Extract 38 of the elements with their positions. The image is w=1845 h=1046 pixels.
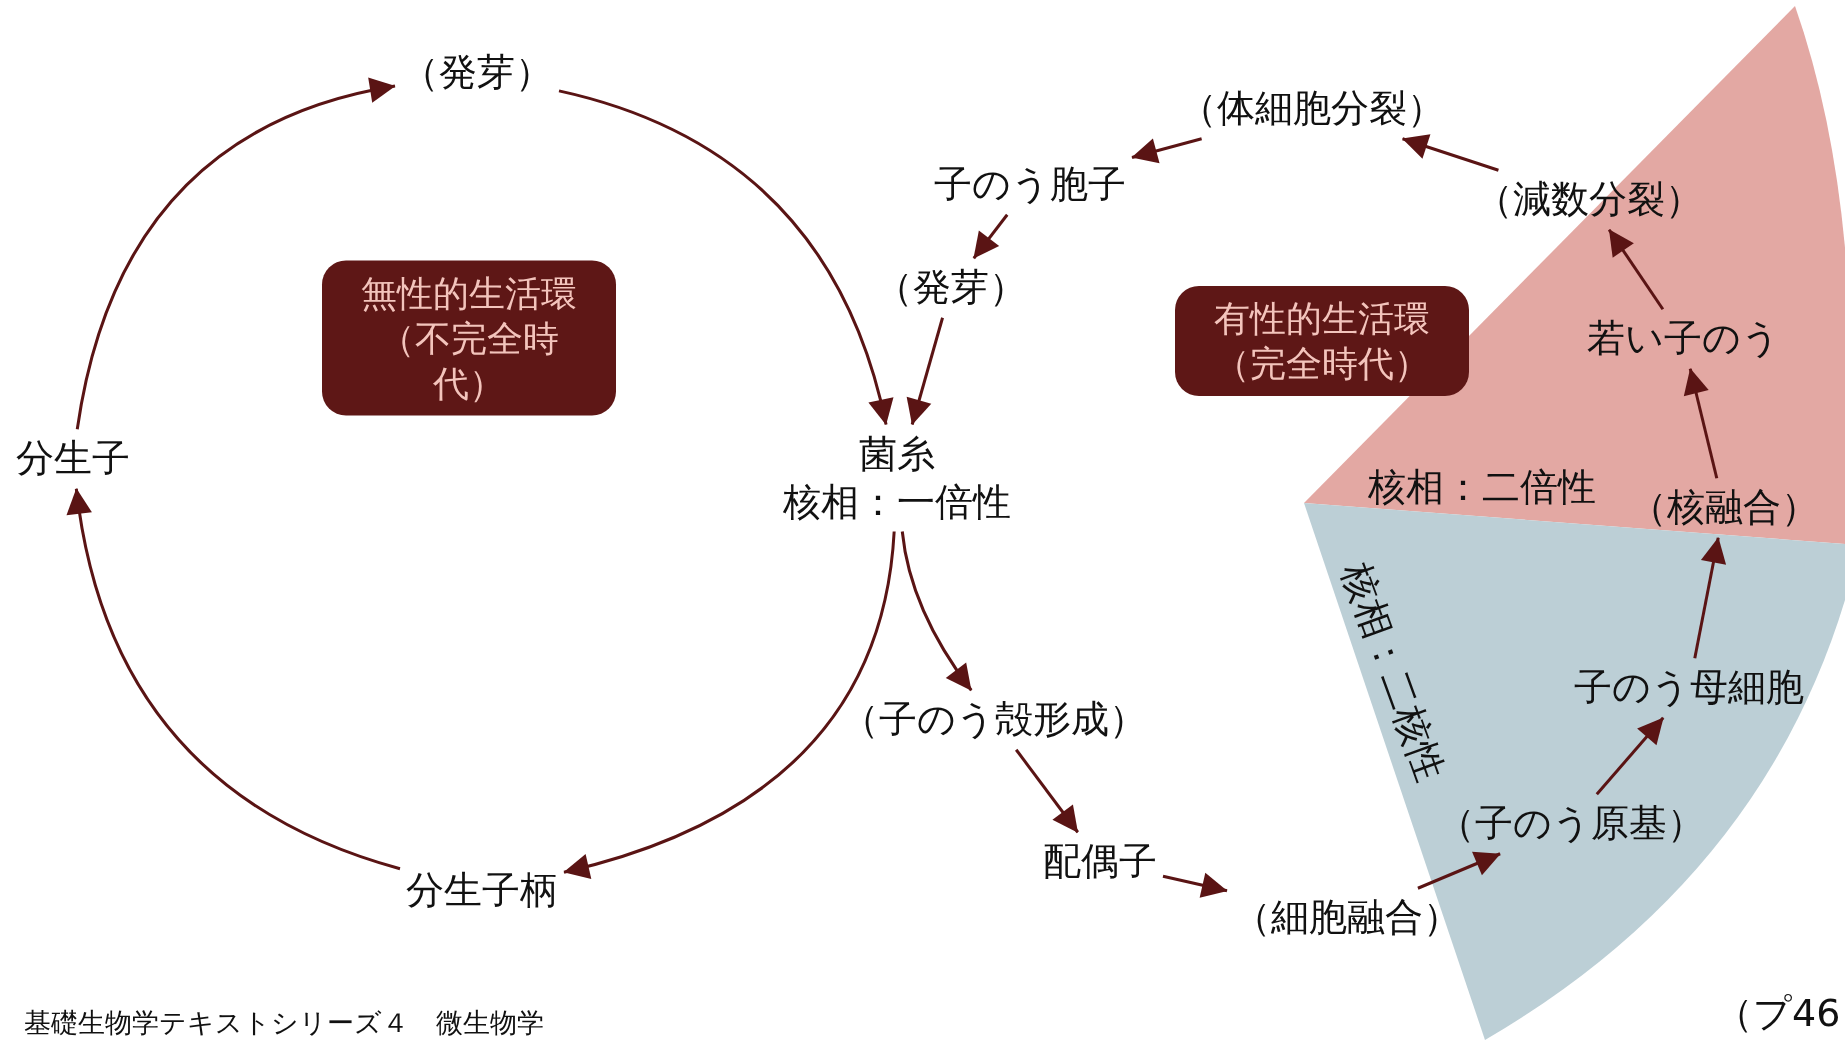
arrow [906, 317, 944, 425]
stage-label: 子のう母細胞 [1574, 664, 1804, 712]
cycle-title-box: 無性的生活環（不完全時代） [322, 260, 616, 416]
arrow [1131, 137, 1202, 164]
arrow [1683, 368, 1719, 479]
stage-label: （子のう殻形成） [841, 696, 1147, 744]
source-caption: 基礎生物学テキストシリーズ４ 微生物学 [24, 1006, 544, 1040]
stage-label: （発芽） [401, 49, 553, 97]
page-reference: （プ46 [1715, 990, 1841, 1037]
stage-label: 若い子のう [1586, 315, 1780, 363]
stage-label: （子のう原基） [1437, 800, 1705, 848]
ploidy-label: 核相：二倍性 [1368, 464, 1596, 511]
arrow [972, 213, 1009, 260]
stage-label: （体細胞分裂） [1179, 85, 1445, 133]
arrow [1607, 228, 1665, 311]
arrow [900, 531, 973, 692]
stage-label: 菌糸 [858, 430, 936, 478]
stage-label: （減数分裂） [1475, 176, 1703, 224]
stage-label: 分生子 [16, 435, 130, 483]
arrow [1162, 872, 1228, 898]
arrow [558, 89, 893, 425]
arrow [1402, 134, 1499, 172]
arrow [1595, 716, 1665, 796]
stage-label: 分生子柄 [406, 867, 558, 915]
arrow [1417, 851, 1501, 890]
cycle-title-box: 有性的生活環（完全時代） [1175, 286, 1469, 396]
stage-label: （発芽） [875, 264, 1027, 312]
ploidy-label: 核相：一倍性 [783, 478, 1011, 525]
arrow [563, 531, 896, 879]
stage-label: 子のう胞子 [934, 161, 1126, 209]
stage-label: （細胞融合） [1233, 894, 1461, 942]
ploidy-label: 核相：二核性 [1332, 556, 1455, 788]
stage-label: 配偶子 [1043, 838, 1157, 886]
arrow [1015, 748, 1079, 834]
arrow [67, 488, 401, 871]
arrow [75, 78, 396, 430]
arrow [1693, 537, 1727, 659]
stage-label: （核融合） [1629, 484, 1819, 532]
